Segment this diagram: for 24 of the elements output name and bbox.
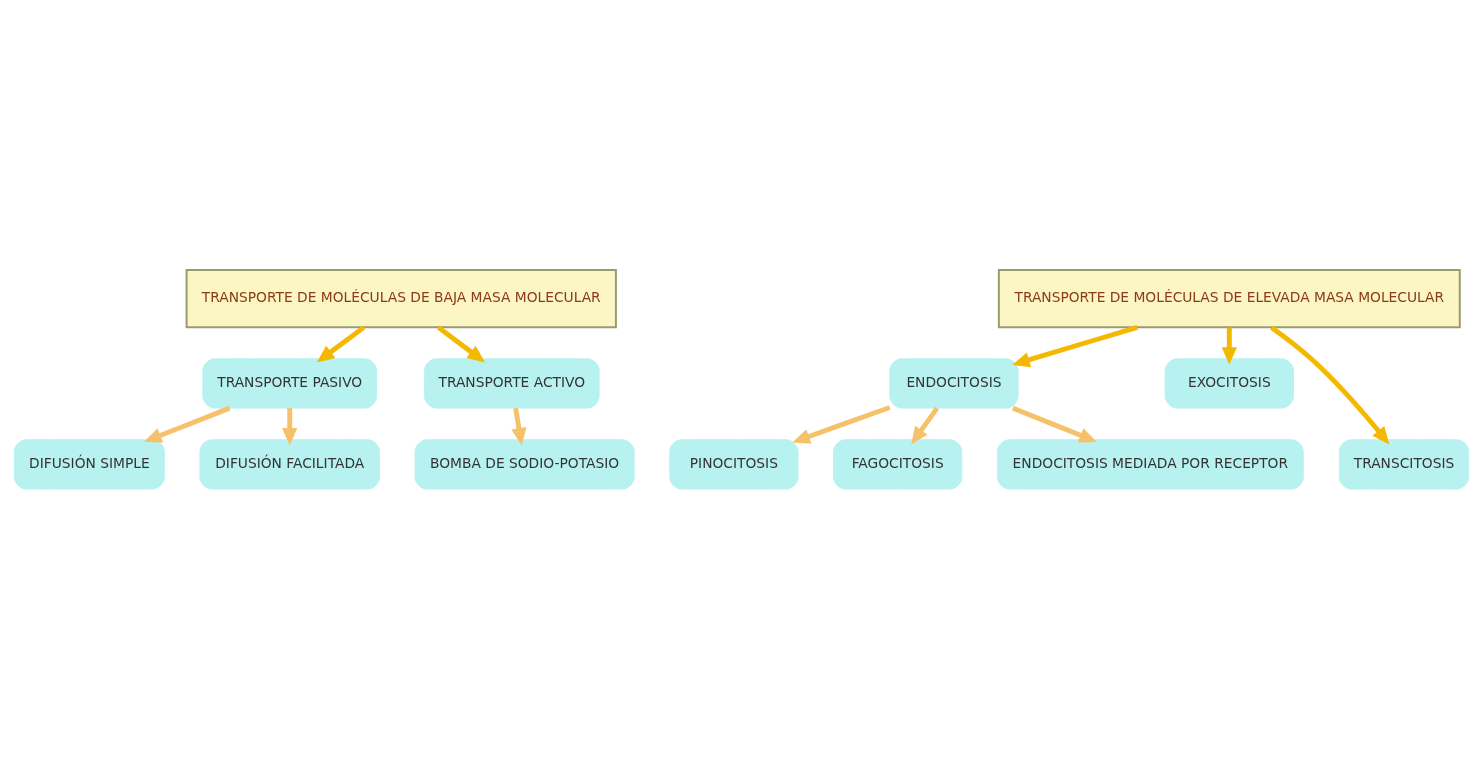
arrow xyxy=(144,405,231,443)
arrow xyxy=(1270,325,1390,445)
node-box: TRANSPORTE DE MOLÉCULAS DE ELEVADA MASA MOLECULAR xyxy=(997,268,1461,329)
node-box: EXOCITOSIS xyxy=(1164,358,1294,409)
arrow xyxy=(436,325,486,363)
arrow xyxy=(1011,405,1097,443)
node-box: TRANSCITOSIS xyxy=(1338,439,1470,490)
node-box: TRANSPORTE ACTIVO xyxy=(423,358,600,409)
arrow xyxy=(911,406,940,445)
arrow xyxy=(282,408,298,446)
node-box: DIFUSIÓN SIMPLE xyxy=(13,439,165,490)
arrow xyxy=(511,407,527,446)
node-box: FAGOCITOSIS xyxy=(833,439,963,490)
node-box: TRANSPORTE DE MOLÉCULAS DE BAJA MASA MOLECULAR xyxy=(185,268,617,329)
node-box: TRANSPORTE PASIVO xyxy=(202,358,378,409)
arrow xyxy=(792,405,891,444)
arrow xyxy=(1012,324,1138,368)
node-box: ENDOCITOSIS MEDIADA POR RECEPTOR xyxy=(996,439,1304,490)
node-box: ENDOCITOSIS xyxy=(889,358,1019,409)
node-box: DIFUSIÓN FACILITADA xyxy=(199,439,381,490)
node-box: PINOCITOSIS xyxy=(669,439,799,490)
arrow xyxy=(316,325,366,363)
arrow xyxy=(1221,327,1237,365)
node-box: BOMBA DE SODIO-POTASIO xyxy=(414,439,635,490)
